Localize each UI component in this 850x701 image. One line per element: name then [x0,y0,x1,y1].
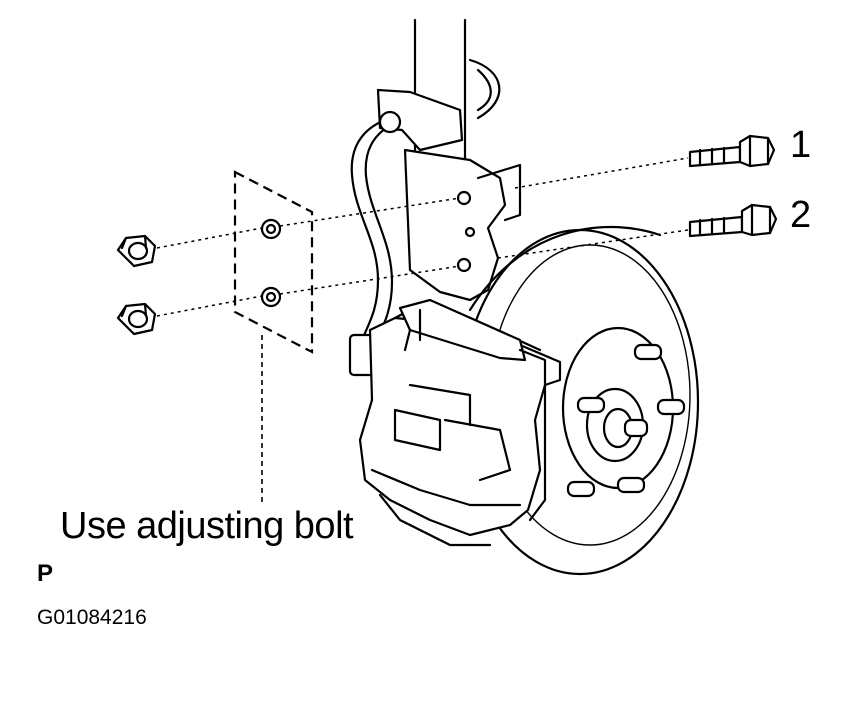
brake-caliper [358,298,562,547]
strut-bracket [376,88,522,302]
alignment-lines [156,157,689,317]
view-marker: P [37,560,54,587]
bolt-2 [688,203,778,238]
wheel-stud [566,343,686,498]
dashed-enclosure [233,170,314,354]
callout-1: 1 [790,124,812,166]
figure-code: G01084216 [37,606,147,629]
bolt-1 [688,134,776,168]
wheel-hub [566,343,686,498]
callout-2: 2 [790,194,812,236]
hex-nut-lower [116,302,157,336]
note-use-adjusting-bolt: Use adjusting bolt [60,505,354,547]
hex-nut-upper [116,234,157,268]
